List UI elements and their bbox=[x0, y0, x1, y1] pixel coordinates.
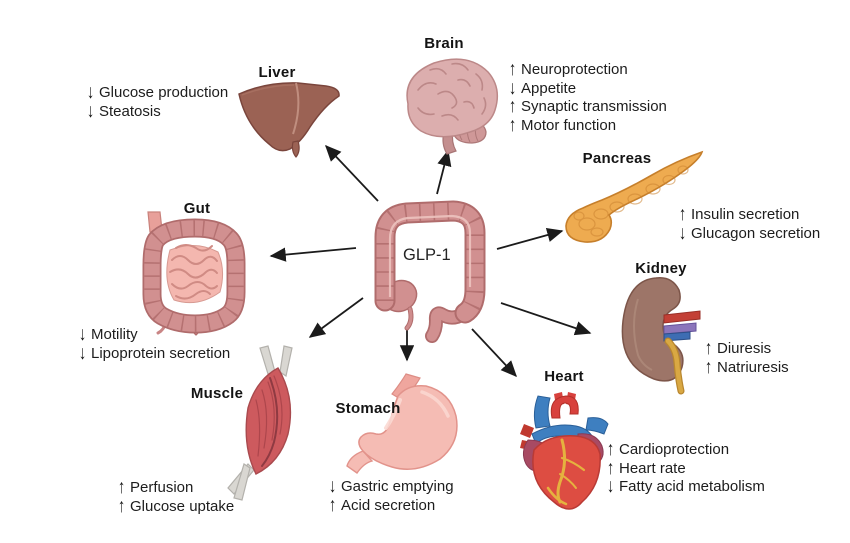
arrow-to-kidney bbox=[500, 302, 592, 336]
up-arrow-icon: ↑ bbox=[606, 456, 615, 479]
pancreas-label: Pancreas bbox=[582, 150, 652, 167]
up-arrow-icon: ↑ bbox=[508, 113, 517, 136]
pancreas-effects: ↑ Insulin secretion ↓ Glucagon secretion bbox=[677, 203, 821, 244]
up-arrow-icon: ↑ bbox=[117, 476, 126, 499]
stomach-effects: ↓ Gastric emptying ↑ Acid secretion bbox=[327, 475, 454, 516]
gut-label: Gut bbox=[183, 200, 211, 217]
effect-line: ↑ Perfusion bbox=[117, 476, 194, 499]
effect-line: ↑ Insulin secretion bbox=[678, 203, 800, 226]
stomach-illustration bbox=[346, 373, 458, 474]
effect-line: ↓ Fatty acid metabolism bbox=[606, 475, 765, 498]
muscle-illustration bbox=[227, 345, 293, 501]
heart-label: Heart bbox=[544, 368, 584, 385]
effect-line: ↑ Heart rate bbox=[606, 456, 686, 479]
gut-illustration bbox=[142, 211, 246, 336]
effect-line: ↑ Natriuresis bbox=[704, 355, 789, 378]
down-arrow-icon: ↓ bbox=[678, 221, 687, 244]
glp1-colon-illustration bbox=[374, 200, 486, 343]
brain-label: Brain bbox=[424, 35, 464, 52]
up-arrow-icon: ↑ bbox=[508, 95, 517, 118]
liver-illustration bbox=[238, 82, 340, 158]
pancreas-illustration bbox=[565, 150, 704, 243]
effect-line: ↓ Glucose production bbox=[86, 81, 229, 104]
gut-effects: ↓ Motility ↓ Lipoprotein secretion bbox=[77, 323, 231, 364]
down-arrow-icon: ↓ bbox=[606, 475, 615, 498]
effect-line: ↑ Cardioprotection bbox=[606, 438, 730, 461]
effect-line: ↑ Diuresis bbox=[704, 337, 772, 360]
up-arrow-icon: ↑ bbox=[606, 438, 615, 461]
effect-line: ↓ Glucagon secretion bbox=[678, 221, 821, 244]
effect-line: ↓ Motility bbox=[78, 323, 138, 346]
muscle-label: Muscle bbox=[190, 385, 244, 402]
down-arrow-icon: ↓ bbox=[78, 341, 87, 364]
arrow-to-brain bbox=[436, 149, 452, 195]
down-arrow-icon: ↓ bbox=[86, 99, 95, 122]
down-arrow-icon: ↓ bbox=[86, 81, 95, 104]
arrow-to-heart bbox=[471, 328, 517, 378]
down-arrow-icon: ↓ bbox=[78, 323, 87, 346]
effect-line: ↑ Neuroprotection bbox=[508, 58, 628, 81]
muscle-effects: ↑ Perfusion ↑ Glucose uptake bbox=[116, 476, 235, 517]
effect-line: ↓ Lipoprotein secretion bbox=[78, 341, 231, 364]
liver-effects: ↓ Glucose production ↓ Steatosis bbox=[85, 81, 229, 122]
kidney-illustration bbox=[621, 277, 701, 395]
arrow-to-gut bbox=[269, 247, 357, 262]
effect-line: ↓ Steatosis bbox=[86, 99, 161, 122]
liver-label: Liver bbox=[258, 64, 296, 81]
brain-effects: ↑ Neuroprotection ↓ Appetite ↑ Synaptic … bbox=[507, 58, 667, 136]
down-arrow-icon: ↓ bbox=[328, 475, 337, 498]
effect-line: ↓ Appetite bbox=[508, 76, 577, 99]
effect-line: ↑ Motor function bbox=[508, 113, 617, 136]
heart-effects: ↑ Cardioprotection ↑ Heart rate ↓ Fatty … bbox=[605, 438, 765, 498]
up-arrow-icon: ↑ bbox=[704, 355, 713, 378]
down-arrow-icon: ↓ bbox=[508, 76, 517, 99]
arrow-to-pancreas bbox=[496, 228, 564, 250]
arrow-to-liver bbox=[325, 144, 379, 202]
effect-line: ↑ Glucose uptake bbox=[117, 494, 235, 517]
glp1-label: GLP-1 bbox=[403, 246, 451, 264]
effect-line: ↓ Gastric emptying bbox=[328, 475, 454, 498]
effect-line: ↑ Acid secretion bbox=[328, 493, 436, 516]
up-arrow-icon: ↑ bbox=[328, 493, 337, 516]
stomach-label: Stomach bbox=[335, 400, 401, 417]
up-arrow-icon: ↑ bbox=[117, 494, 126, 517]
kidney-effects: ↑ Diuresis ↑ Natriuresis bbox=[703, 337, 789, 378]
heart-illustration bbox=[520, 392, 609, 510]
up-arrow-icon: ↑ bbox=[704, 337, 713, 360]
up-arrow-icon: ↑ bbox=[678, 203, 687, 226]
up-arrow-icon: ↑ bbox=[508, 58, 517, 81]
kidney-label: Kidney bbox=[635, 260, 687, 277]
arrow-to-muscle bbox=[308, 297, 364, 338]
brain-illustration bbox=[406, 58, 499, 155]
effect-line: ↑ Synaptic transmission bbox=[508, 95, 667, 118]
